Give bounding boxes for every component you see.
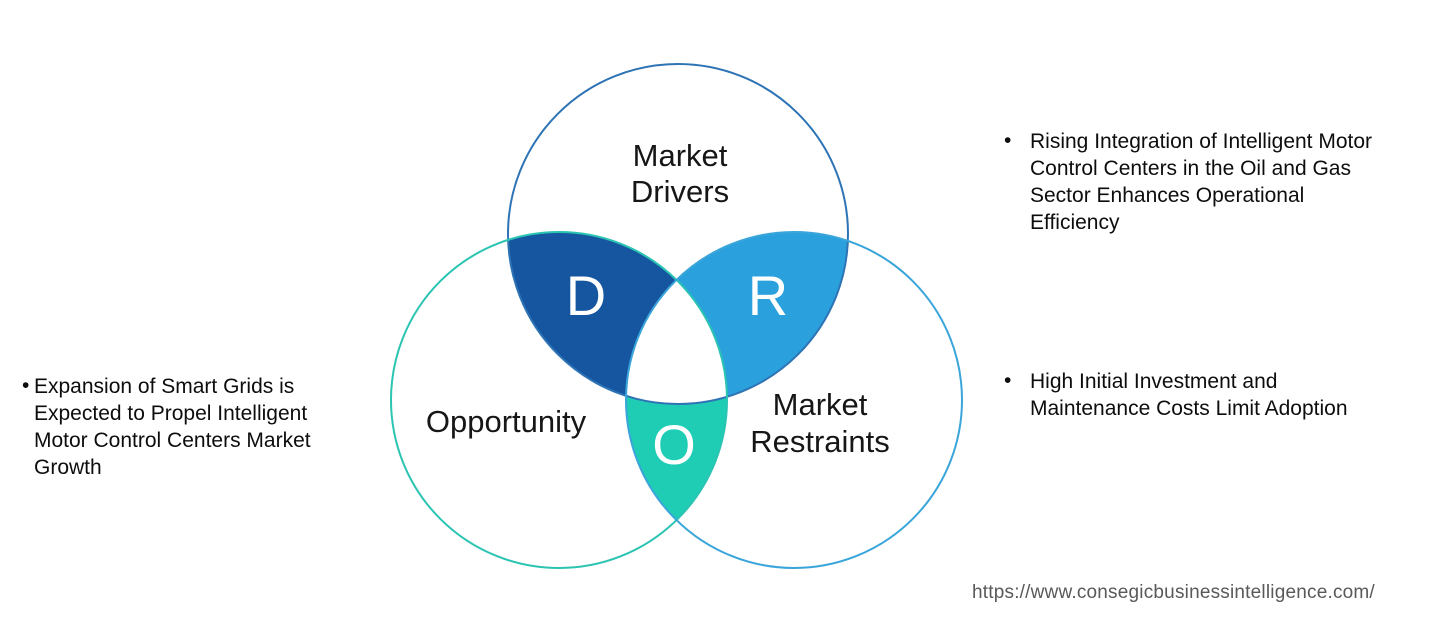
note-line: Expansion of Smart Grids is [34, 375, 295, 398]
restraints-label-line2: Restraints [750, 424, 890, 459]
letter-o: O [652, 413, 696, 476]
note-line: High Initial Investment and [1030, 370, 1278, 393]
letter-r: R [748, 264, 788, 327]
note-line: Rising Integration of Intelligent Motor [1030, 130, 1373, 153]
restraints-label-line1: Market [773, 387, 868, 422]
note-line: Expected to Propel Intelligent [34, 402, 308, 425]
bullet-icon: • [22, 374, 30, 397]
note-line: Maintenance Costs Limit Adoption [1030, 397, 1348, 420]
note-drivers-text: Rising Integration of Intelligent Motor … [1030, 128, 1434, 236]
bullet-icon: • [1004, 129, 1012, 152]
note-line: Efficiency [1030, 211, 1120, 234]
letter-d: D [566, 264, 606, 327]
note-line: Growth [34, 456, 102, 479]
note-line: Motor Control Centers Market [34, 429, 311, 452]
bullet-icon: • [1004, 369, 1012, 392]
note-opportunity: • Expansion of Smart Grids is Expected t… [22, 373, 367, 481]
restraints-circle-outline [625, 231, 963, 569]
note-restraints: • High Initial Investment and Maintenanc… [1004, 368, 1434, 422]
note-restraints-text: High Initial Investment and Maintenance … [1030, 368, 1434, 422]
source-url: https://www.consegicbusinessintelligence… [972, 582, 1375, 603]
drivers-label-line2: Drivers [631, 174, 729, 209]
note-drivers: • Rising Integration of Intelligent Moto… [1004, 128, 1434, 236]
drivers-label-line1: Market [633, 138, 728, 173]
note-line: Sector Enhances Operational [1030, 184, 1305, 207]
note-opportunity-text: Expansion of Smart Grids is Expected to … [34, 373, 367, 481]
opportunity-label: Opportunity [426, 404, 587, 439]
note-line: Control Centers in the Oil and Gas [1030, 157, 1351, 180]
drivers-circle-outline [507, 63, 849, 405]
opportunity-circle-outline [390, 231, 728, 569]
